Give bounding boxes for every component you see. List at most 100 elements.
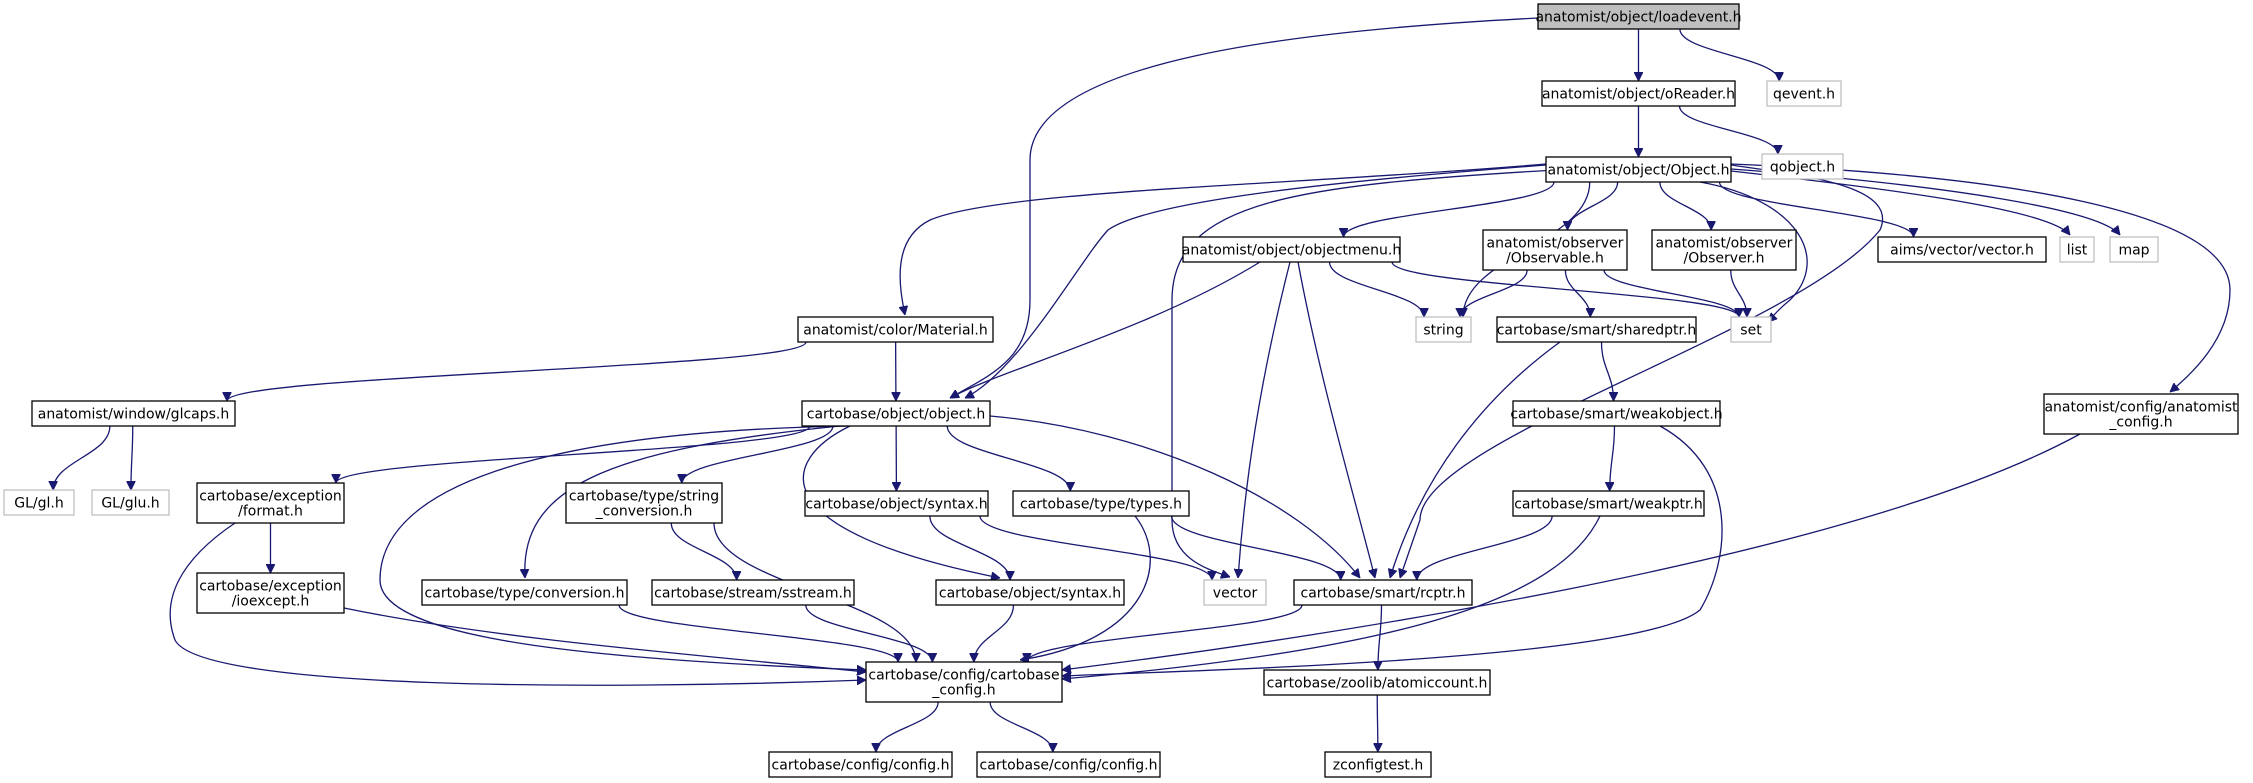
node-format[interactable]: cartobase/exception/format.h [196, 482, 345, 524]
node-rcptr-box [1293, 579, 1473, 606]
edge-objecth-to-set [1699, 181, 1808, 322]
node-map-box [2109, 236, 2159, 263]
node-observer-label: /Observer.h [1684, 251, 1765, 267]
node-set-box [1730, 316, 1772, 343]
edge-objecth-to-anaconfig [1730, 163, 2231, 392]
node-vector-box [1203, 579, 1267, 606]
edge-rcptr-to-atomiccount [1378, 604, 1382, 670]
node-types[interactable]: cartobase/type/types.h [1012, 490, 1190, 517]
node-map: map [2109, 236, 2159, 263]
node-gluh: GL/glu.h [91, 489, 170, 516]
edge-loadevent-to-qevent [1679, 28, 1779, 82]
node-observer-label: anatomist/observer [1656, 236, 1793, 252]
node-objectmenu-box [1182, 236, 1401, 263]
edge-cbobject-to-cbconfig [379, 425, 866, 670]
node-qevent: qevent.h [1766, 80, 1842, 107]
edge-cbconfig-to-configA [876, 701, 939, 753]
node-loadevent-box [1537, 3, 1740, 30]
edge-objecth-to-aimsvector [1718, 181, 1913, 238]
node-types-label: cartobase/type/types.h [1020, 497, 1182, 513]
edge-objectmenu-to-rcptr [1297, 261, 1375, 578]
node-qobject-box [1761, 153, 1844, 180]
node-configA[interactable]: cartobase/config/config.h [768, 751, 953, 778]
edge-objecth-to-list [1730, 170, 2070, 235]
node-string-label: string [1423, 323, 1463, 339]
edge-syntaxB-to-cbconfig [974, 604, 1015, 663]
node-aimsvector[interactable]: aims/vector/vector.h [1877, 236, 2047, 263]
node-syntaxB[interactable]: cartobase/object/syntax.h [935, 579, 1125, 606]
node-format-label: /format.h [238, 504, 303, 520]
node-zconfigtest[interactable]: zconfigtest.h [1324, 751, 1432, 778]
node-material[interactable]: anatomist/color/Material.h [797, 316, 994, 343]
node-stringconv-box [565, 482, 723, 524]
node-set-label: set [1740, 323, 1762, 339]
edge-observable-to-string [1460, 269, 1528, 318]
node-sharedptr[interactable]: cartobase/smart/sharedptr.h [1496, 316, 1697, 343]
node-configA-box [768, 751, 953, 778]
edge-atomiccount-to-zconfigtest [1377, 694, 1378, 752]
node-string-box [1415, 316, 1472, 343]
node-observer[interactable]: anatomist/observer/Observer.h [1651, 229, 1797, 271]
node-glcaps-box [31, 400, 236, 427]
edge-sharedptr-to-weakobject [1600, 341, 1614, 401]
node-syntaxB-box [935, 579, 1125, 606]
edge-cbobject-to-types [946, 425, 1070, 492]
node-cbconfig-label: cartobase/config/cartobase [868, 668, 1059, 684]
node-gluh-box [91, 489, 170, 516]
node-stringconv[interactable]: cartobase/type/string_conversion.h [565, 482, 723, 524]
node-anaconfig-label: _config.h [2108, 415, 2172, 431]
node-observable-box [1482, 229, 1628, 271]
node-loadevent[interactable]: anatomist/object/loadevent.h [1535, 3, 1742, 30]
node-observable-label: /Observable.h [1506, 251, 1604, 267]
node-syntaxA[interactable]: cartobase/object/syntax.h [804, 490, 989, 517]
node-objectmenu[interactable]: anatomist/object/objectmenu.h [1182, 236, 1401, 263]
edge-objecth-to-rcptr [1400, 164, 1884, 578]
node-gluh-label: GL/glu.h [101, 496, 159, 512]
node-cbconfig[interactable]: cartobase/config/cartobase_config.h [865, 661, 1063, 703]
node-stringconv-label: _conversion.h [595, 504, 693, 520]
node-weakptr-box [1512, 490, 1705, 517]
node-conversion-box [421, 579, 628, 606]
node-cbobject[interactable]: cartobase/object/object.h [801, 400, 991, 427]
node-anaconfig-box [2043, 393, 2239, 435]
node-cbobject-label: cartobase/object/object.h [807, 407, 986, 423]
node-anaconfig[interactable]: anatomist/config/anatomist_config.h [2043, 393, 2239, 435]
edge-ioexcept-to-cbconfig [343, 607, 866, 672]
node-weakptr[interactable]: cartobase/smart/weakptr.h [1512, 490, 1705, 517]
edge-observer-to-set [1730, 269, 1747, 317]
node-qobject-label: qobject.h [1770, 160, 1835, 176]
node-ioexcept[interactable]: cartobase/exception/ioexcept.h [196, 572, 345, 614]
node-atomiccount[interactable]: cartobase/zoolib/atomiccount.h [1263, 669, 1491, 696]
node-configB[interactable]: cartobase/config/config.h [976, 751, 1161, 778]
node-observable[interactable]: anatomist/observer/Observable.h [1482, 229, 1628, 271]
node-sstream-box [651, 579, 855, 606]
node-qobject: qobject.h [1761, 153, 1844, 180]
edge-cbconfig-to-configB [989, 701, 1053, 753]
node-oreader[interactable]: anatomist/object/oReader.h [1541, 80, 1736, 107]
node-glcaps[interactable]: anatomist/window/glcaps.h [31, 400, 236, 427]
node-observable-label: anatomist/observer [1487, 236, 1624, 252]
node-qevent-label: qevent.h [1773, 87, 1835, 103]
edge-cbobject-to-stringconv [682, 425, 834, 484]
edge-objectmenu-to-vector [1238, 261, 1291, 578]
node-objecth[interactable]: anatomist/object/Object.h [1545, 156, 1732, 183]
edge-cbobject-to-rcptr [989, 415, 1360, 578]
edge-syntaxA-to-syntaxB [929, 515, 1010, 581]
graph-nodes: anatomist/object/loadevent.h anatomist/ob… [3, 3, 2239, 778]
edge-objecth-to-material [900, 163, 1547, 315]
node-rcptr[interactable]: cartobase/smart/rcptr.h [1293, 579, 1473, 606]
edge-types-to-rcptr [1170, 515, 1341, 581]
node-syntaxA-box [804, 490, 989, 517]
node-sstream[interactable]: cartobase/stream/sstream.h [651, 579, 855, 606]
edge-format-to-cbconfig [169, 522, 866, 686]
node-syntaxB-label: cartobase/object/syntax.h [939, 586, 1121, 602]
node-material-box [797, 316, 994, 343]
node-weakobject-label: cartobase/smart/weakobject.h [1510, 407, 1722, 423]
node-conversion[interactable]: cartobase/type/conversion.h [421, 579, 628, 606]
node-conversion-label: cartobase/type/conversion.h [425, 586, 625, 602]
node-weakobject[interactable]: cartobase/smart/weakobject.h [1510, 400, 1723, 427]
edge-observable-to-set [1603, 269, 1739, 318]
node-map-label: map [2118, 243, 2149, 259]
node-rcptr-label: cartobase/smart/rcptr.h [1301, 586, 1466, 602]
